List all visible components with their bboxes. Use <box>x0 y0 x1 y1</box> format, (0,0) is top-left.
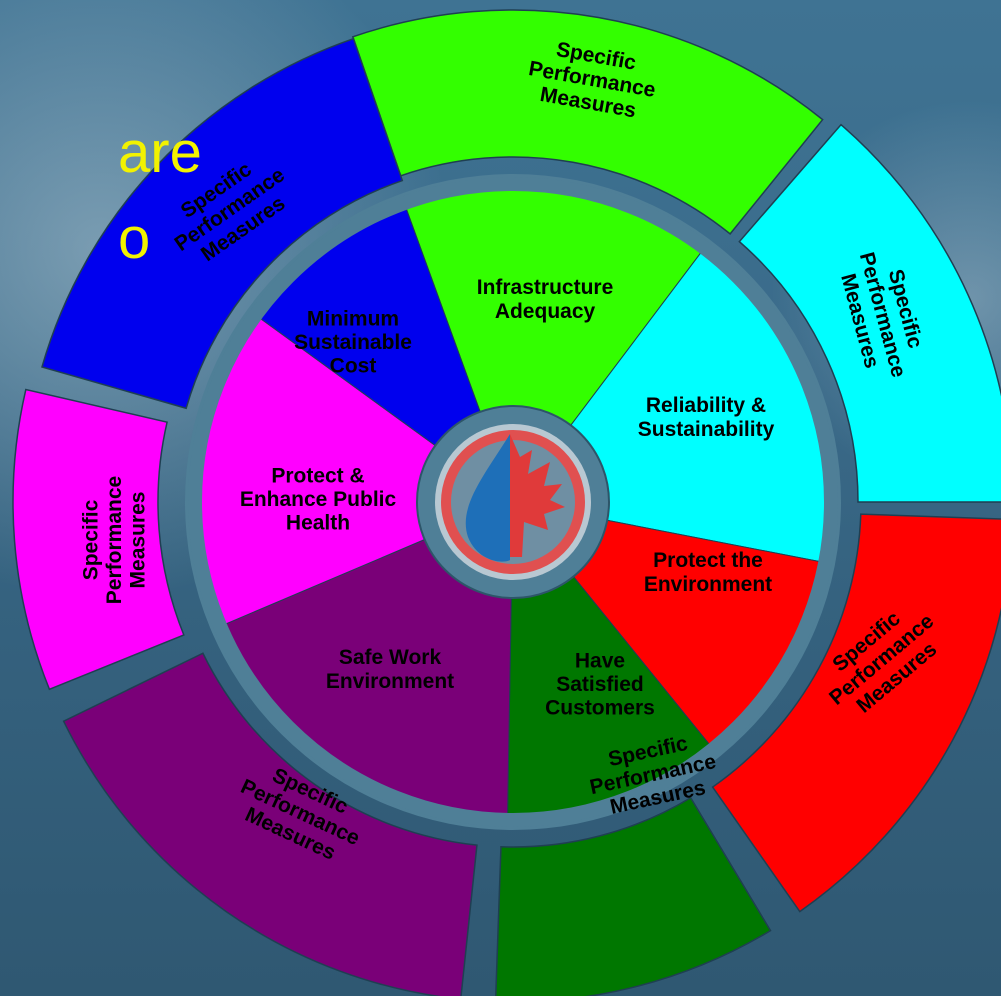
inner-label-min-cost-line: Sustainable <box>294 331 412 354</box>
background-title-fragment-1: are <box>118 120 202 185</box>
water-drop-maple-leaf-logo-icon <box>435 424 591 580</box>
inner-label-environment-line: Protect the <box>653 549 763 572</box>
inner-label-reliability-line: Reliability & <box>646 394 766 417</box>
outer-segment-reliability <box>738 123 1001 503</box>
outer-label-public-health-line: Measures <box>126 492 149 589</box>
outer-segment-min-cost <box>41 37 404 410</box>
inner-label-min-cost-line: Minimum <box>307 307 399 330</box>
inner-label-min-cost-line: Cost <box>330 354 377 377</box>
inner-label-reliability-line: Sustainability <box>638 417 775 440</box>
outer-label-public-health: SpecificPerformanceMeasures <box>79 476 149 604</box>
inner-label-safe-work-line: Environment <box>326 669 454 692</box>
inner-label-environment-line: Environment <box>644 572 772 595</box>
inner-label-infrastructure-line: Adequacy <box>495 299 596 322</box>
inner-label-public-health-line: Protect & <box>271 464 364 487</box>
outer-segment-environment <box>711 513 1001 913</box>
outer-segment-public-health <box>12 388 185 691</box>
inner-label-infrastructure-line: Infrastructure <box>477 276 614 299</box>
background-title-fragment-2: o <box>118 206 151 271</box>
outer-label-public-health-line: Specific <box>79 499 102 580</box>
inner-label-customers-line: Customers <box>545 696 655 719</box>
inner-label-customers-line: Satisfied <box>556 673 644 696</box>
inner-label-customers-line: Have <box>575 649 625 672</box>
inner-label-reliability: Reliability &Sustainability <box>638 394 775 441</box>
outer-label-public-health-line: Performance <box>103 476 126 604</box>
outer-segment-infrastructure <box>351 9 824 235</box>
inner-label-public-health-line: Enhance Public <box>240 488 397 511</box>
inner-ring-border <box>188 177 838 827</box>
outer-label-infrastructure: SpecificPerformanceMeasures <box>523 33 662 124</box>
inner-label-public-health-line: Health <box>286 511 350 534</box>
inner-label-safe-work-line: Safe Work <box>339 646 442 669</box>
